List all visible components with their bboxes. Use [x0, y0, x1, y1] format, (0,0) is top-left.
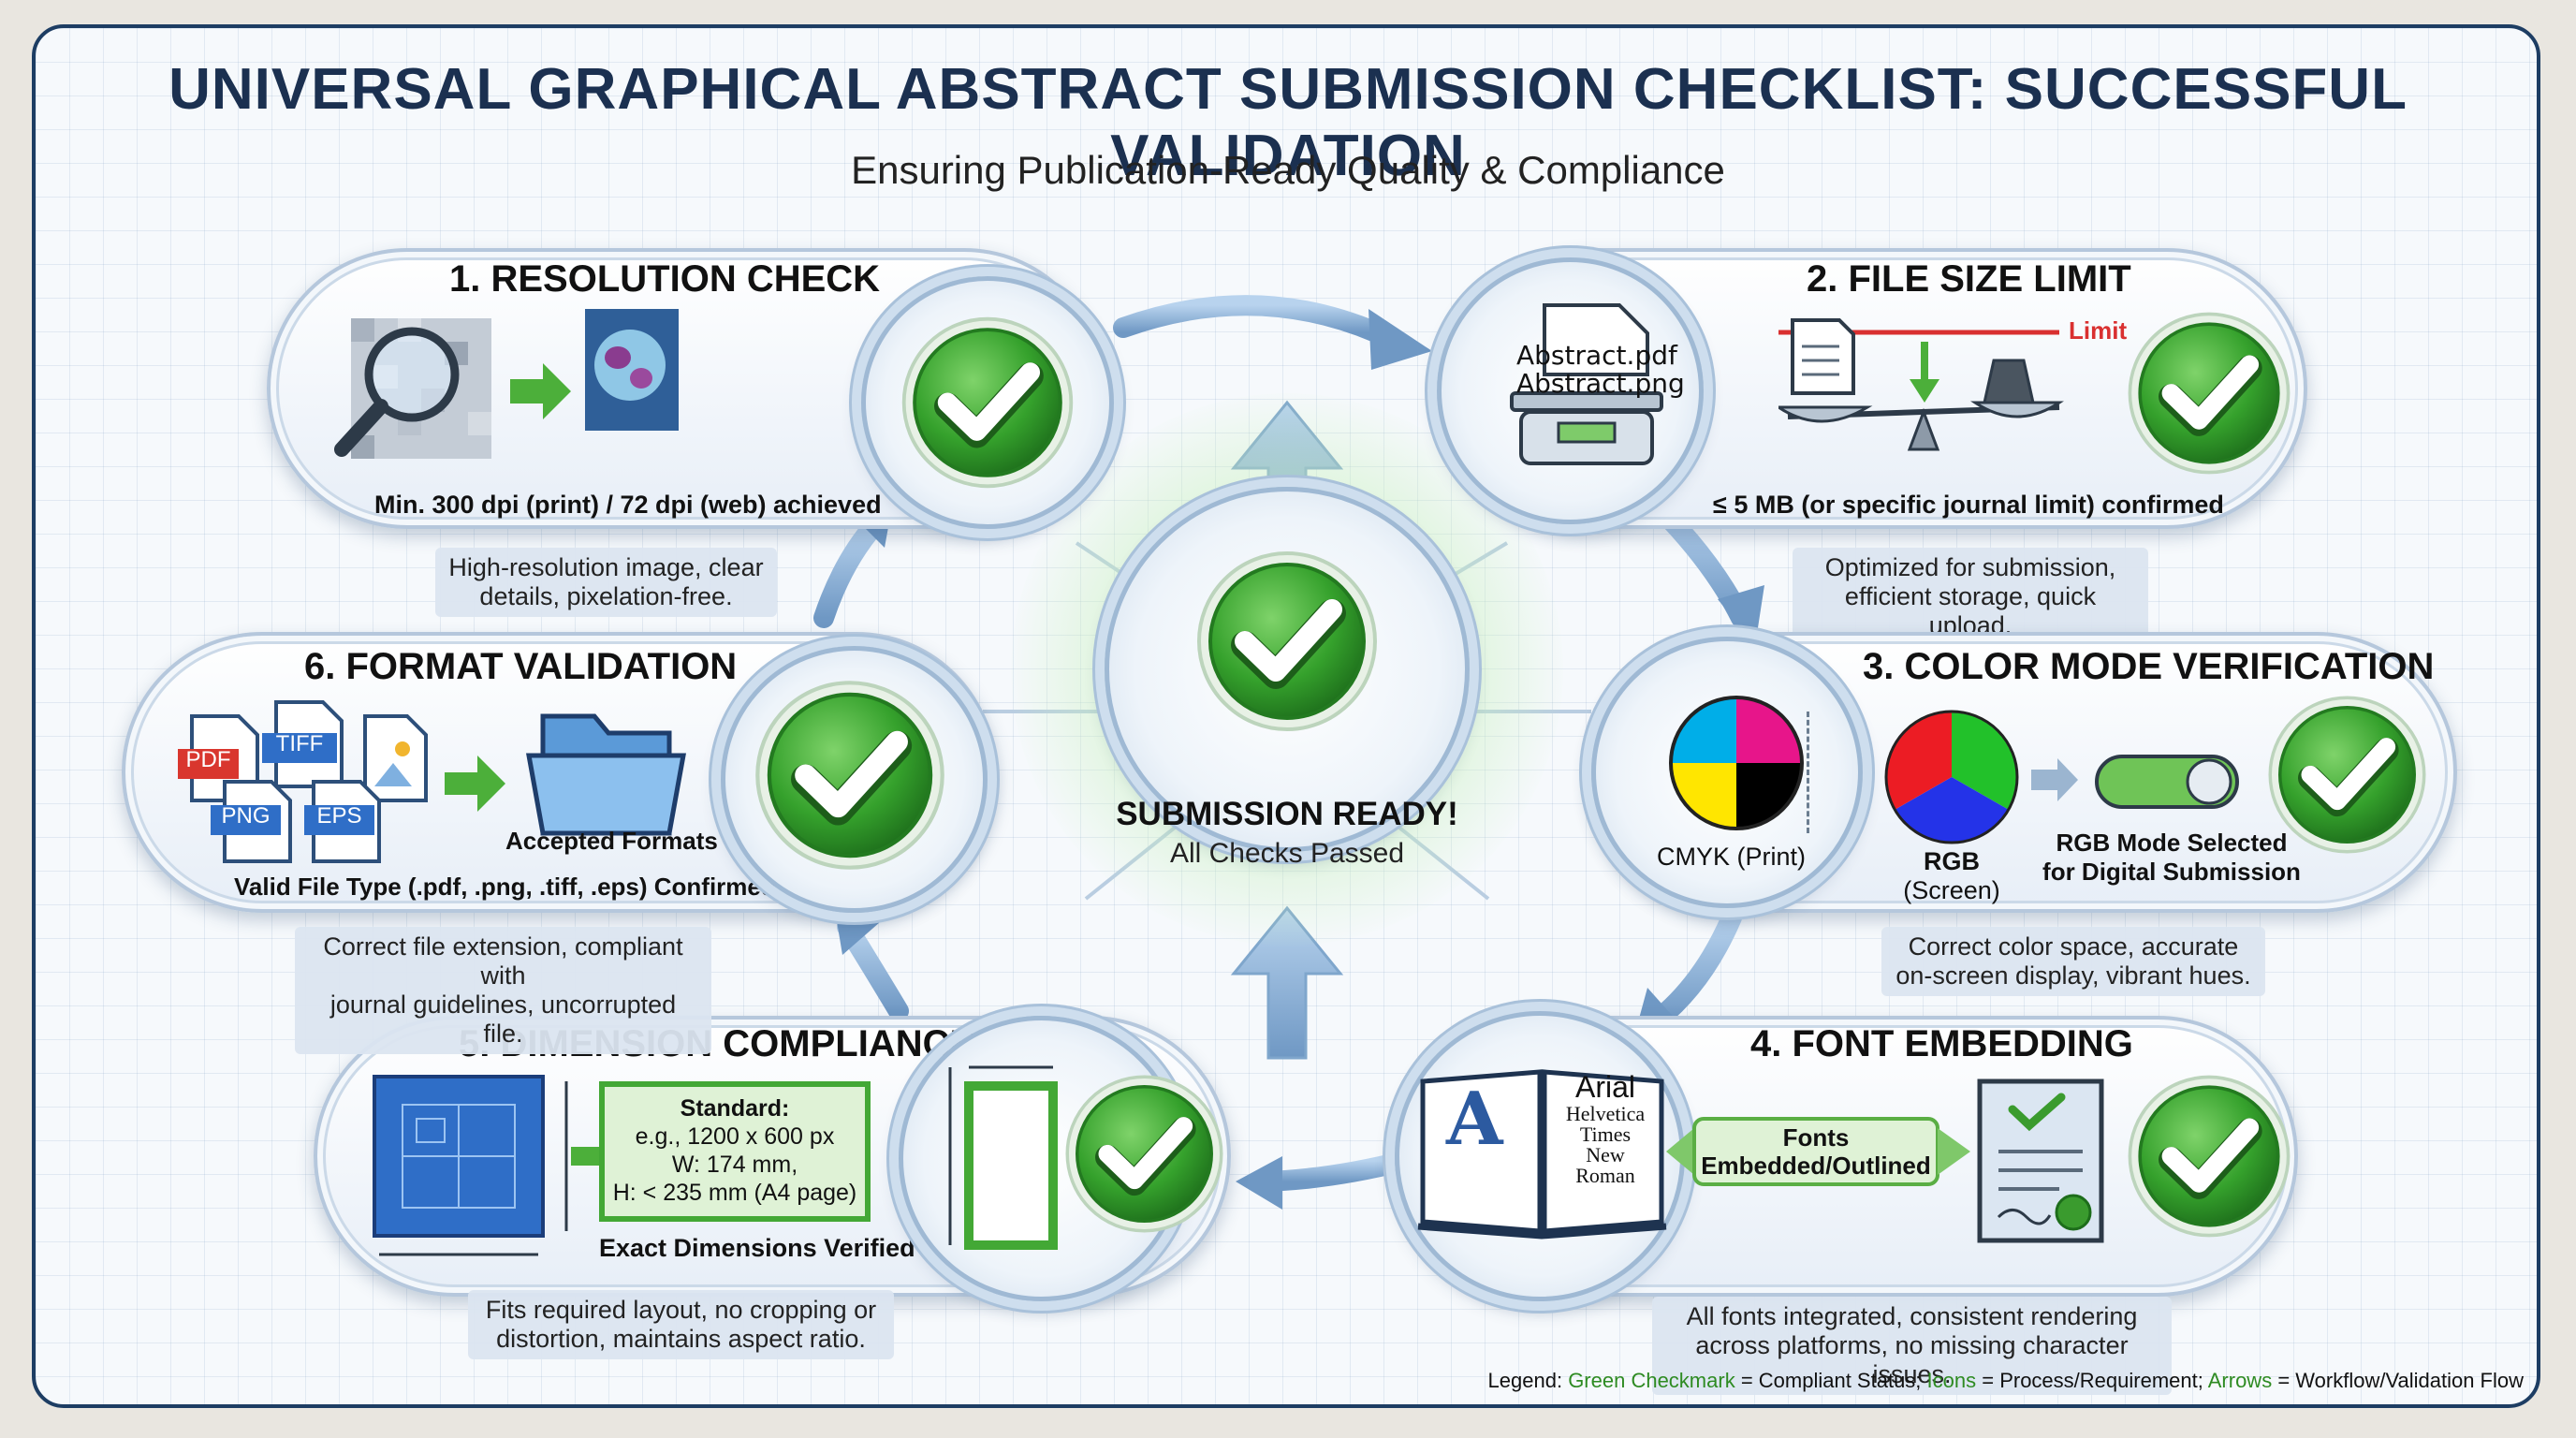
step-resolution-title: 1. RESOLUTION CHECK: [449, 258, 881, 300]
fonts-embedded-label: Fonts Embedded/Outlined: [1701, 1123, 1931, 1180]
rgb-toggle-switch: [2031, 755, 2239, 809]
step-resolution-label: Min. 300 dpi (print) / 72 dpi (web) achi…: [374, 491, 882, 519]
eps-file-icon: [304, 780, 381, 863]
folder-icon: [526, 713, 686, 836]
step-format-label: Valid File Type (.pdf, .png, .tiff, .eps…: [234, 873, 776, 901]
center-checkmark-icon: [1193, 548, 1381, 735]
font-checkmark-icon: [2125, 1072, 2293, 1240]
filesize-file-names: Abstract.pdf Abstract.png: [1516, 340, 1685, 399]
step-font-caption: All fonts integrated, consistent renderi…: [1652, 1297, 2172, 1395]
rgb-label: RGB (Screen): [1903, 847, 2000, 904]
center-title: SUBMISSION READY!: [1116, 796, 1458, 832]
open-book-icon: [1417, 1069, 1667, 1240]
arrow-4-to-5: [1253, 1151, 1414, 1192]
step-filesize-label: ≤ 5 MB (or specific journal limit) confi…: [1713, 491, 2224, 519]
format-green-arrow-icon: [445, 756, 505, 812]
step-color-title: 3. COLOR MODE VERIFICATION: [1863, 646, 2435, 687]
dimension-checkmark-icon: [1062, 1072, 1226, 1236]
magnifier-icon: [334, 327, 460, 457]
book-letter: A: [1446, 1077, 1503, 1162]
arrowhead-1: [1368, 309, 1432, 370]
tiff-file-icon: [262, 700, 344, 788]
standard-dimensions-box: Standard: e.g., 1200 x 600 px W: 174 mm,…: [599, 1081, 871, 1222]
image-file-icon: [363, 714, 428, 802]
rgb-wheel-icon: [1884, 710, 2019, 844]
step-filesize-ring: [1437, 257, 1704, 524]
arrowhead-2: [1718, 585, 1764, 646]
tiff-label: TIFF: [275, 731, 324, 756]
filesize-checkmark-icon: [2125, 309, 2293, 477]
cmyk-wheel-icon: [1669, 696, 1804, 830]
page-title: UNIVERSAL GRAPHICAL ABSTRACT SUBMISSION …: [168, 57, 2408, 188]
filesize-limit-label: Limit: [2069, 316, 2128, 345]
step-resolution-caption: High-resolution image, clear details, pi…: [435, 548, 777, 617]
resolution-illustration: [334, 309, 679, 459]
pdf-label: PDF: [185, 747, 231, 772]
center-hub: [1105, 487, 1470, 852]
file-formats-illustration: [178, 700, 686, 863]
certificate-icon: [1977, 1078, 2104, 1243]
arrow-3-to-4: [1647, 907, 1742, 1031]
pdf-file-icon: [178, 714, 259, 802]
accepted-formats-label: Accepted Formats: [505, 827, 718, 855]
frame-dimension-icon: [948, 1065, 1058, 1250]
step-dimension-label: Exact Dimensions Verified: [599, 1234, 915, 1262]
document-scale-icon: [1510, 303, 1663, 465]
eps-label: EPS: [316, 803, 362, 829]
color-checkmark-icon: [2265, 693, 2429, 857]
cmyk-label: CMYK (Print): [1657, 843, 1807, 871]
green-arrow-icon: [510, 363, 571, 419]
hires-cell-image-icon: [585, 309, 679, 431]
color-divider: [1807, 712, 1809, 833]
blueprint-icon: [373, 1075, 568, 1256]
page-subtitle: Ensuring Publication-Ready Quality & Com…: [851, 148, 1725, 192]
arrowhead-4: [1236, 1156, 1282, 1210]
format-checkmark-icon: [752, 677, 948, 873]
fonts-embedded-tag: [1666, 1117, 1970, 1186]
arrow-1-to-2: [1113, 295, 1386, 343]
center-subtitle: All Checks Passed: [1169, 838, 1405, 869]
step-font-title: 4. FONT EMBEDDING: [1750, 1023, 2133, 1064]
step-color-caption: Correct color space, accurate on-screen …: [1881, 927, 2265, 996]
step-format-title: 6. FORMAT VALIDATION: [304, 646, 738, 687]
legend: Legend: Green Checkmark = Compliant Stat…: [1487, 1369, 2524, 1392]
step-format-caption: Correct file extension, compliant with j…: [295, 927, 711, 1054]
png-file-icon: [211, 780, 292, 863]
balance-scale-icon: [1778, 318, 2064, 451]
png-label: PNG: [221, 803, 271, 829]
step-filesize-caption: Optimized for submission, efficient stor…: [1793, 548, 2148, 646]
arrowhead-5: [833, 899, 880, 955]
font-list: Arial Helvetica Times New Roman: [1565, 1070, 1646, 1187]
arrow-6-to-1: [813, 514, 886, 628]
resolution-checkmark-icon: [899, 314, 1076, 492]
step-filesize-title: 2. FILE SIZE LIMIT: [1807, 258, 2131, 300]
rgb-selected-label: RGB Mode Selected for Digital Submission: [2042, 829, 2301, 886]
step-dimension-caption: Fits required layout, no cropping or dis…: [468, 1290, 894, 1359]
